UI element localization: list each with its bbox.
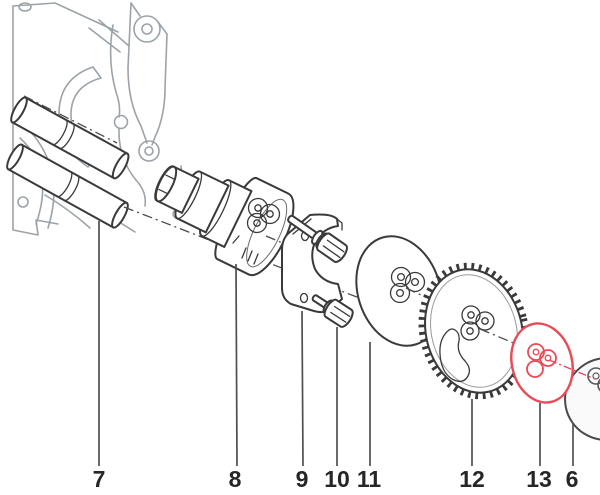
disc-trefoil-lobe	[390, 266, 412, 288]
block-diagonal-ribs	[88, 19, 130, 53]
cam-trefoil-hole	[254, 204, 262, 212]
leader-line-9	[301, 310, 304, 467]
gear-body	[424, 268, 524, 394]
cam-trefoil-hole	[266, 210, 274, 218]
fork-plate	[281, 213, 343, 314]
callout-label-13-highlighted[interactable]: 13	[526, 466, 552, 492]
bolt-shaft	[287, 214, 319, 241]
gear-trefoil-hole	[466, 327, 474, 335]
shim-trefoil-lobe	[539, 349, 557, 367]
block-foot-hole	[17, 196, 29, 208]
pin-right-cap	[111, 152, 130, 180]
pin-segment-lines	[56, 171, 80, 202]
bolt-hex-facets	[322, 239, 345, 259]
upper-axis-centerline	[23, 95, 118, 144]
block-arm-boss-bottom	[138, 140, 160, 162]
leader-lines	[98, 221, 574, 467]
camshaft[interactable]	[140, 140, 303, 281]
camshaft-step-arc-3	[201, 179, 232, 237]
shim-trefoil-hole	[544, 354, 552, 362]
block-ear-contour	[58, 66, 102, 168]
cam-trefoil-lobe	[246, 212, 268, 234]
disc-trefoil-hole	[396, 272, 406, 282]
cam-trefoil-lobe	[247, 197, 269, 219]
callout-label-6[interactable]: 6	[566, 466, 579, 492]
gear-trefoil-lobe	[461, 305, 481, 325]
gear-trefoil-hole	[467, 311, 475, 319]
gear-trefoil-hole	[481, 317, 489, 325]
gear-trefoil-lobe	[460, 321, 480, 341]
rear-disc-trefoil-lobe	[587, 367, 600, 385]
highlighted-shim[interactable]	[503, 317, 596, 409]
gear-kidney-cutout	[439, 328, 471, 383]
callout-labels: 7 8 9 10 11 12 13 6	[93, 466, 579, 492]
pin-segment-lines	[51, 119, 75, 150]
dowel-pin-upper[interactable]	[8, 96, 131, 181]
callout-label-11[interactable]: 11	[357, 466, 382, 492]
camshaft-face-details	[232, 197, 298, 265]
bolt-upper[interactable]	[283, 209, 349, 264]
gear-teeth-ring	[418, 262, 530, 400]
pin-right-cap	[111, 201, 129, 229]
pin-body-outline	[11, 96, 129, 180]
gear-trefoil-lobe	[475, 311, 495, 331]
disc-trefoil-hole	[410, 277, 420, 287]
disc-trefoil-lobe	[389, 282, 411, 304]
shim-trefoil-hole	[532, 348, 540, 356]
camshaft-end-cap	[154, 165, 178, 203]
block-top-edge	[12, 2, 119, 33]
shim-trefoil-lobe	[526, 360, 544, 378]
bolt-lower[interactable]	[308, 289, 355, 329]
camshaft-hex-facets	[158, 174, 176, 195]
callout-label-8[interactable]: 8	[229, 466, 242, 492]
pin-left-cap	[6, 143, 24, 171]
rear-disc-trefoil-lobe	[597, 378, 600, 392]
timing-gear[interactable]	[409, 255, 540, 407]
pin-left-cap	[10, 96, 28, 124]
callout-label-10[interactable]: 10	[324, 466, 350, 492]
bolt-hex-facets	[330, 305, 351, 323]
block-mid-hole	[113, 114, 129, 130]
dowel-pin-lower[interactable]	[4, 143, 130, 230]
block-arm-boss-top-hole	[141, 23, 153, 35]
bolt-hex-head	[316, 232, 348, 263]
leader-line-8	[235, 263, 238, 467]
block-arm-boss-bottom-hole	[144, 146, 154, 156]
pin-body-outline	[7, 143, 128, 229]
block-top-boss	[18, 2, 32, 12]
block-arm-boss-top	[133, 15, 161, 43]
fork-hole-lower	[299, 292, 309, 304]
rear-disc-body	[564, 356, 600, 442]
callout-label-12[interactable]: 12	[459, 466, 485, 492]
callout-label-7[interactable]: 7	[93, 466, 106, 492]
callout-label-9[interactable]: 9	[296, 466, 309, 492]
disc-trefoil-hole	[395, 288, 405, 298]
rear-disc[interactable]	[557, 350, 600, 448]
cam-trefoil-hole	[253, 219, 261, 227]
block-arm	[127, 2, 168, 146]
rear-disc-trefoil-hole	[592, 372, 600, 380]
cam-face-hatch-marks	[232, 235, 259, 265]
bolt-hex-head	[323, 298, 354, 328]
